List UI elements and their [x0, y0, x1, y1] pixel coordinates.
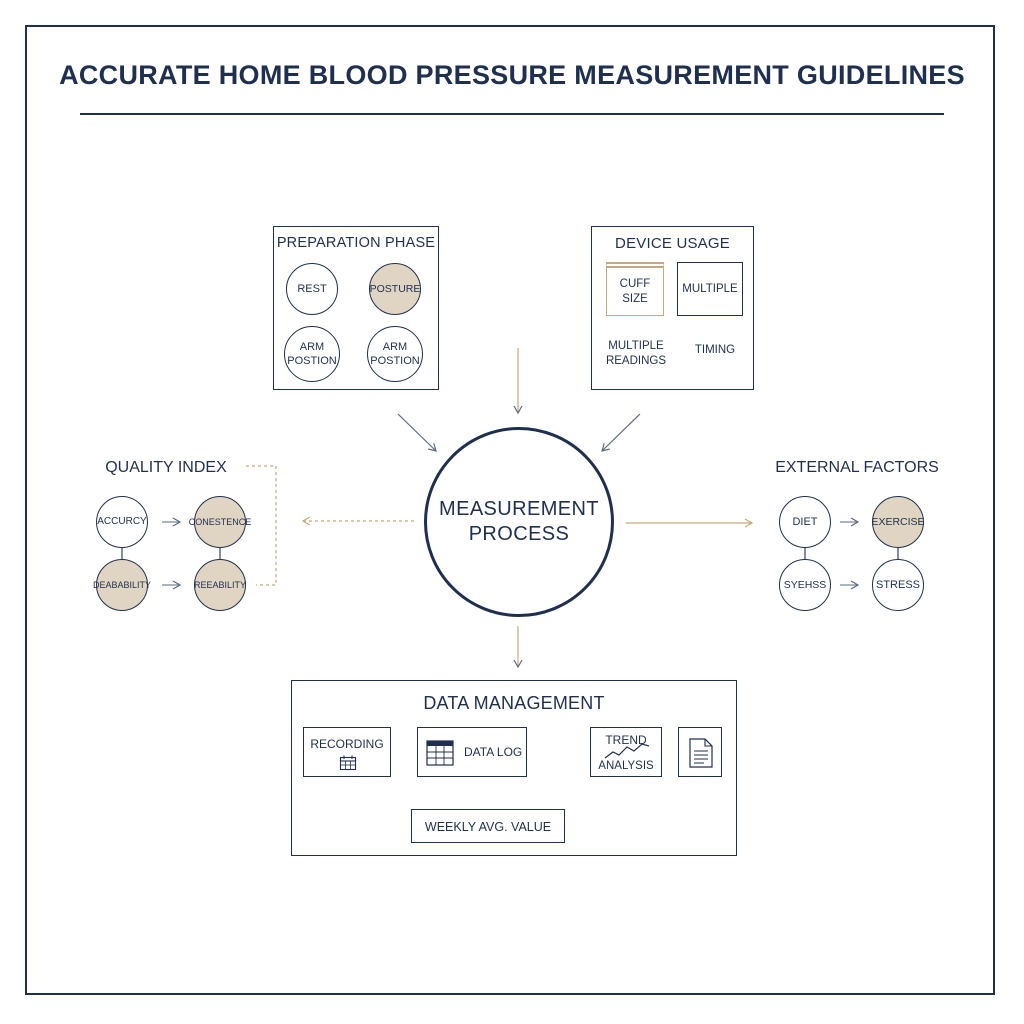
quality-dependability-node: DEABABILITY	[93, 559, 151, 611]
device-title: DEVICE USAGE	[615, 235, 730, 252]
prep-rest-node: REST	[286, 263, 338, 315]
quality-bracket	[246, 465, 277, 586]
external-title: EXTERNAL FACTORS	[775, 459, 939, 476]
arrow-device-to-center	[601, 413, 641, 452]
device-multiple: MULTIPLE	[677, 262, 743, 316]
page-title: ACCURATE HOME BLOOD PRESSURE MEASUREMENT…	[59, 60, 965, 90]
weekly-avg-box: WEEKLY AVG. VALUE	[411, 809, 565, 843]
external-stress-node: STRESS	[872, 559, 924, 611]
quality-title: QUALITY INDEX	[105, 459, 227, 476]
recording-label: RECORDING	[310, 737, 384, 751]
prep-posture-label: POSTURE	[369, 283, 421, 295]
device-timing: TIMING	[694, 343, 736, 356]
preparation-title: PREPARATION PHASE	[276, 235, 436, 251]
document-icon	[689, 738, 713, 768]
arrow-prep-to-center	[397, 413, 437, 452]
external-diet-node: DIET	[779, 496, 831, 548]
prep-posture-node: POSTURE	[369, 263, 421, 315]
trend-analysis-box: TREND ANALYSIS	[590, 727, 662, 777]
external-sleep-node: SYEHSS	[779, 559, 831, 611]
data-management-title: DATA MANAGEMENT	[423, 693, 605, 713]
diagram-frame	[25, 25, 995, 995]
recording-box: RECORDING	[303, 727, 391, 777]
trend-analysis-label: TREND	[605, 733, 647, 747]
prep-rest-label: REST	[297, 283, 327, 295]
trend-chart-icon	[604, 743, 650, 759]
weekly-avg-label: WEEKLY AVG. VALUE	[424, 820, 552, 834]
table-icon	[426, 740, 454, 766]
quality-accuracy-node: ACCURCY	[96, 496, 148, 548]
external-exercise-node: EXERCISE	[871, 496, 925, 548]
data-log-box: DATA LOG	[417, 727, 527, 777]
title-divider	[80, 113, 944, 115]
report-box	[678, 727, 722, 777]
quality-reliability-node: REEABILITY	[194, 559, 246, 611]
data-log-label: DATA LOG	[464, 745, 523, 759]
quality-consistence-node: CONESTENCE	[189, 496, 251, 548]
device-panel: DEVICE USAGE	[591, 226, 754, 390]
calendar-icon	[339, 755, 357, 771]
